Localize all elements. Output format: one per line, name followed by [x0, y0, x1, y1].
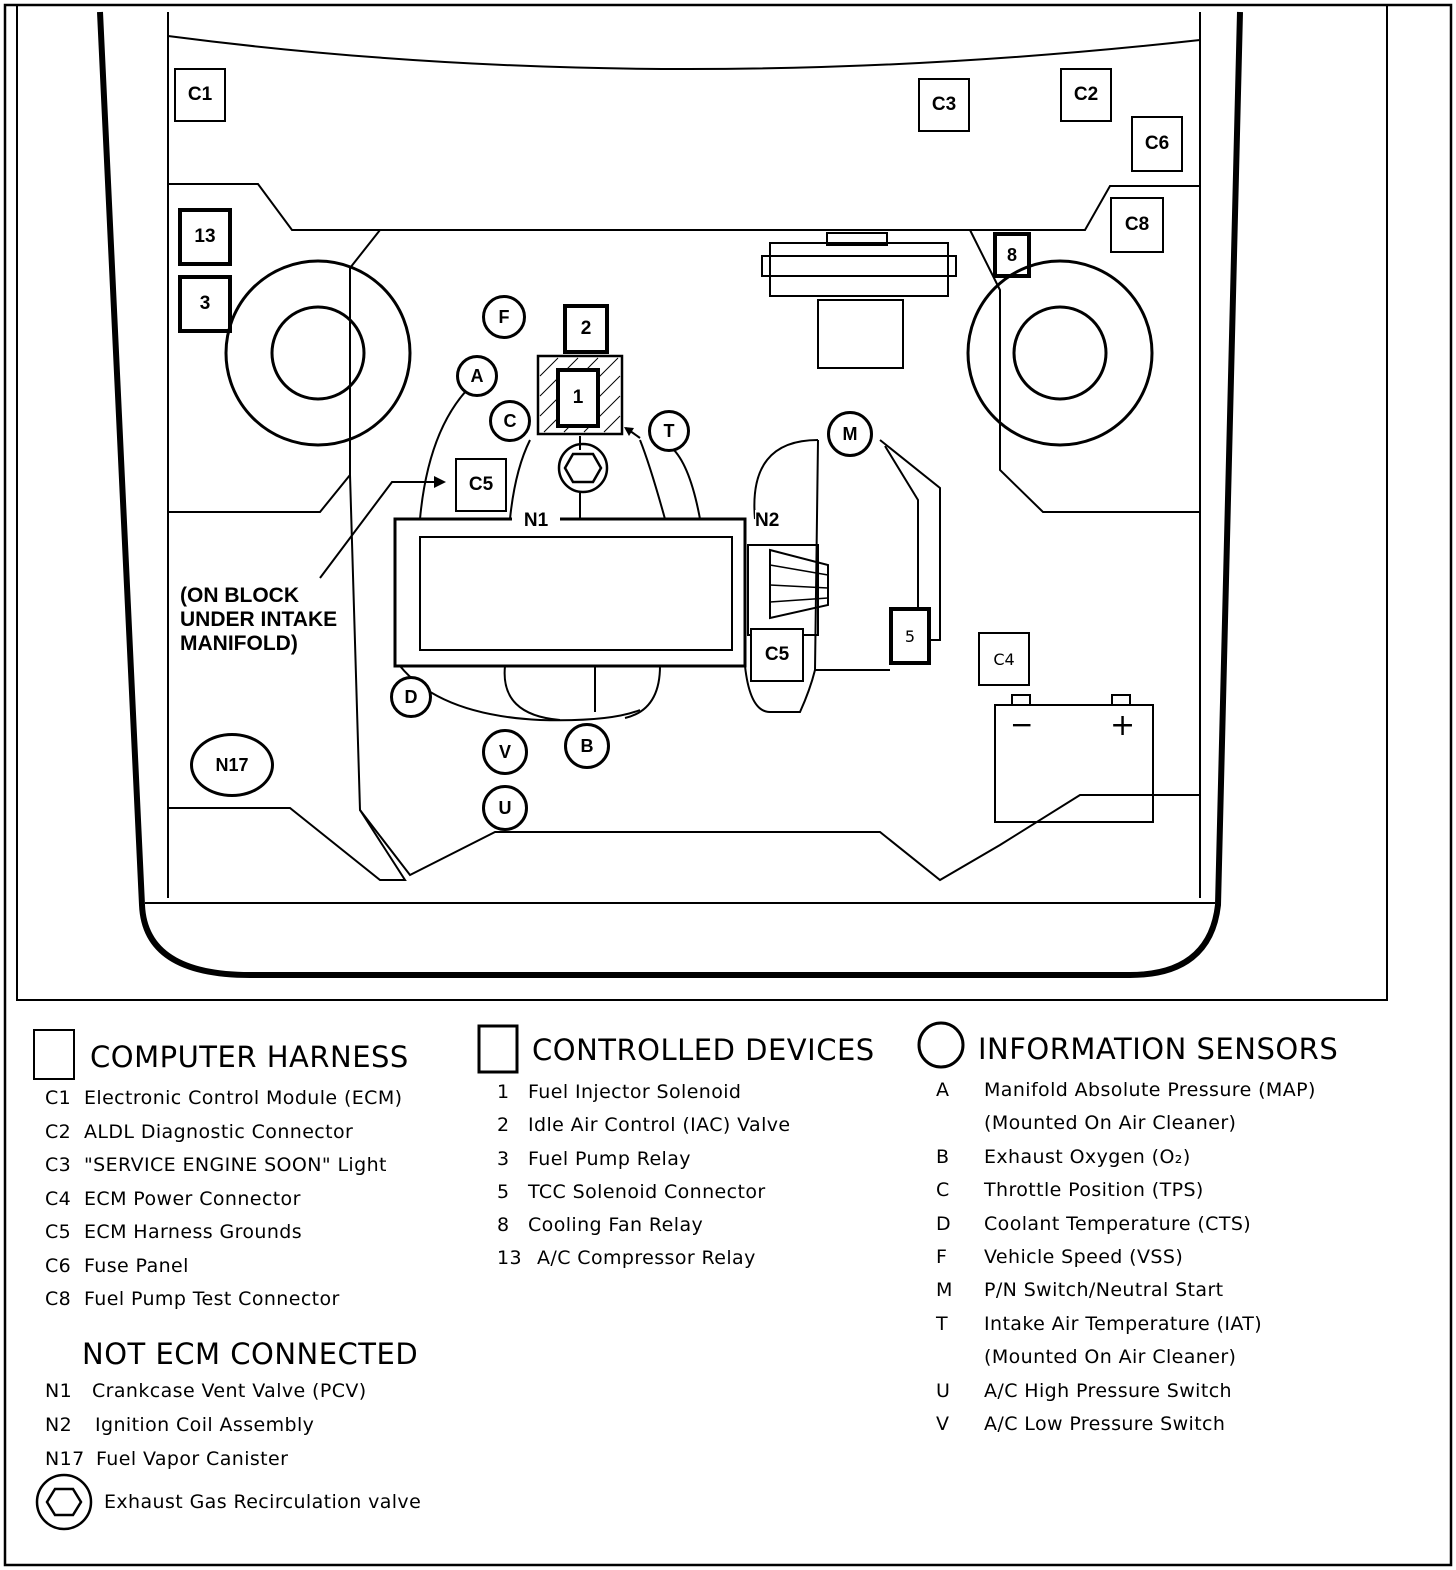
c8-box: C8	[1110, 197, 1164, 253]
c5-box-upper: C5	[455, 458, 507, 512]
sensor-a-circle: A	[456, 355, 498, 397]
battery-plus: +	[1110, 708, 1136, 743]
n1-label: N1	[512, 510, 560, 532]
information-sensors-title: INFORMATION SENSORS	[978, 1032, 1339, 1066]
device-13-box: 13	[178, 208, 232, 266]
c6-box: C6	[1131, 116, 1183, 172]
legend-item: (Mounted On Air Cleaner)	[984, 1112, 1237, 1135]
sensor-v-circle: V	[482, 729, 528, 775]
block-location-note: (ON BLOCK UNDER INTAKE MANIFOLD)	[180, 584, 338, 655]
c1-box: C1	[174, 68, 226, 122]
device-5-box: 5	[889, 607, 931, 665]
sensor-d-circle: D	[390, 676, 432, 718]
legend-item: C3"SERVICE ENGINE SOON" Light	[45, 1154, 387, 1176]
sensor-t-circle: T	[648, 410, 690, 452]
sensor-c-circle: C	[489, 400, 531, 442]
legend-item: (Mounted On Air Cleaner)	[984, 1346, 1237, 1369]
c5-box-lower: C5	[750, 628, 804, 682]
device-3-box: 3	[178, 275, 232, 333]
n2-label: N2	[755, 510, 780, 532]
computer-harness-title: COMPUTER HARNESS	[90, 1040, 409, 1074]
device-2-box: 2	[563, 304, 609, 354]
c2-box: C2	[1060, 68, 1112, 122]
device-1-box: 1	[556, 368, 600, 428]
sensor-u-circle: U	[482, 785, 528, 831]
sensor-f-circle: F	[482, 295, 526, 339]
controlled-devices-title: CONTROLLED DEVICES	[532, 1033, 875, 1067]
egr-valve-label: Exhaust Gas Recirculation valve	[104, 1491, 422, 1513]
device-8-box: 8	[993, 232, 1031, 278]
canister-n17-circle: N17	[190, 733, 274, 797]
sensor-m-circle: M	[827, 411, 873, 457]
c3-box: C3	[918, 78, 970, 132]
c4-box: C4	[978, 632, 1030, 686]
not-ecm-connected-title: NOT ECM CONNECTED	[82, 1337, 419, 1371]
sensor-b-circle: B	[564, 723, 610, 769]
battery-minus: −	[1010, 708, 1034, 741]
